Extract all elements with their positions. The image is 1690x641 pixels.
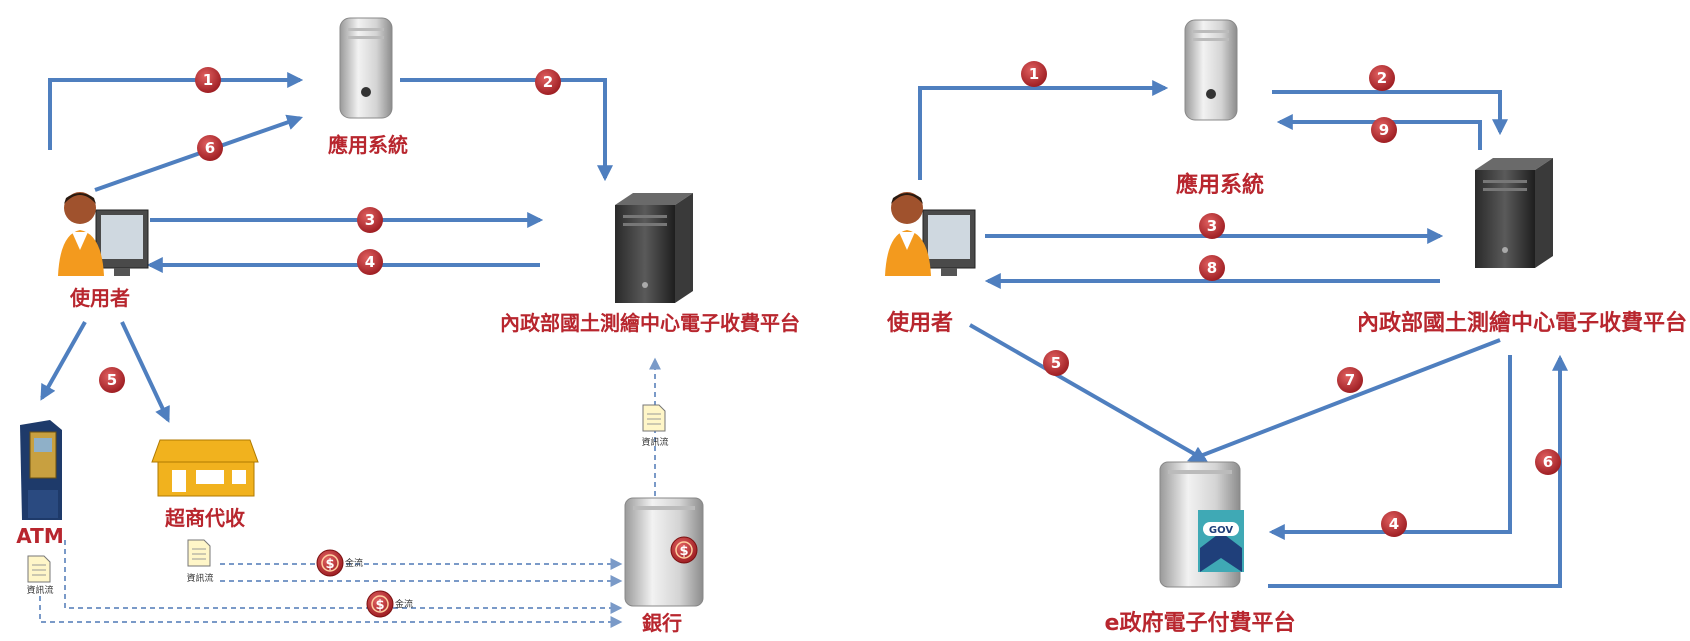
platform-label: 內政部國土測繪中心電子收費平台 xyxy=(500,311,800,335)
money-icon xyxy=(316,549,344,577)
svg-text:4: 4 xyxy=(1389,515,1399,533)
badge-step-8: 8 xyxy=(1199,255,1225,281)
right-diagram: 1 2 3 4 5 6 7 8 9 應用系統 使用者 內政部國土測繪中心電子收費… xyxy=(884,19,1687,636)
user-computer-icon xyxy=(57,191,149,277)
svg-text:8: 8 xyxy=(1207,259,1217,277)
arrow-step-2 xyxy=(1272,90,1508,136)
badge-step-1: 1 xyxy=(1021,61,1047,87)
user-label: 使用者 xyxy=(886,311,953,336)
atm-icon xyxy=(20,420,62,520)
badge-step-3: 3 xyxy=(1199,213,1225,239)
arrow-step-6 xyxy=(94,114,304,192)
arrow-step-1 xyxy=(48,72,304,150)
money-icon xyxy=(366,590,394,618)
document-icon xyxy=(27,555,51,583)
svg-text:2: 2 xyxy=(543,73,553,91)
arrow-step-1 xyxy=(918,80,1169,180)
svg-text:6: 6 xyxy=(1543,453,1553,471)
arrow-to-atm xyxy=(40,321,87,401)
svg-text:5: 5 xyxy=(107,371,117,389)
bank-doc-flow-label: 資訊流 xyxy=(641,436,668,448)
badge-step-2: 2 xyxy=(1369,65,1395,91)
user-label: 使用者 xyxy=(69,286,130,310)
arrow-step-4 xyxy=(1268,355,1512,540)
badge-step-1: 1 xyxy=(195,67,221,93)
svg-text:4: 4 xyxy=(365,253,375,271)
bank-label: 銀行 xyxy=(642,611,682,635)
svg-text:3: 3 xyxy=(365,211,375,229)
egov-label: e政府電子付費平台 xyxy=(1105,610,1296,636)
gov-logo-text: GOV xyxy=(1209,525,1233,536)
store-doc-flow-label: 資訊流 xyxy=(186,572,213,584)
atm-money-flow xyxy=(64,540,623,614)
server-icon xyxy=(339,17,393,119)
badge-step-4: 4 xyxy=(357,249,383,275)
left-diagram: 1 2 3 4 5 6 應用系統 使用者 內政部國土測繪中心電子收費平台 ATM… xyxy=(16,17,800,635)
badge-step-5: 5 xyxy=(1043,350,1069,376)
user-computer-icon xyxy=(884,191,976,277)
gov-server-icon: GOV xyxy=(1159,461,1244,588)
svg-text:5: 5 xyxy=(1051,354,1061,372)
svg-text:7: 7 xyxy=(1345,371,1355,389)
svg-text:9: 9 xyxy=(1379,121,1389,139)
platform-server-icon xyxy=(615,193,693,303)
store-money-flow-label: 金流 xyxy=(345,557,363,569)
badge-step-9: 9 xyxy=(1371,117,1397,143)
badge-step-2: 2 xyxy=(535,69,561,95)
badge-step-7: 7 xyxy=(1337,367,1363,393)
platform-server-icon xyxy=(1475,158,1553,268)
svg-text:6: 6 xyxy=(205,139,215,157)
arrow-step-6 xyxy=(1268,354,1568,588)
svg-text:3: 3 xyxy=(1207,217,1217,235)
svg-text:1: 1 xyxy=(203,71,213,89)
document-icon xyxy=(187,539,211,567)
server-icon xyxy=(1184,19,1238,121)
atm-doc-flow-label: 資訊流 xyxy=(26,584,53,596)
badge-step-5: 5 xyxy=(99,367,125,393)
document-icon xyxy=(642,404,666,432)
bank-server-icon xyxy=(624,497,704,607)
badge-step-6: 6 xyxy=(1535,449,1561,475)
app-system-label: 應用系統 xyxy=(1176,172,1264,198)
badge-step-4: 4 xyxy=(1381,511,1407,537)
arrow-to-store xyxy=(120,321,170,423)
store-label: 超商代收 xyxy=(164,506,245,530)
atm-money-flow-label: 金流 xyxy=(395,598,413,610)
atm-label: ATM xyxy=(16,524,63,548)
arrow-step-2 xyxy=(400,78,613,182)
store-icon xyxy=(151,439,259,497)
app-system-label: 應用系統 xyxy=(328,133,408,157)
badge-step-6: 6 xyxy=(197,135,223,161)
arrow-step-5 xyxy=(969,323,1208,462)
arrow-step-7 xyxy=(1187,338,1501,463)
platform-label: 內政部國土測繪中心電子收費平台 xyxy=(1357,310,1687,336)
svg-text:2: 2 xyxy=(1377,69,1387,87)
badge-step-3: 3 xyxy=(357,207,383,233)
svg-text:1: 1 xyxy=(1029,65,1039,83)
arrow-step-9 xyxy=(1276,114,1482,150)
